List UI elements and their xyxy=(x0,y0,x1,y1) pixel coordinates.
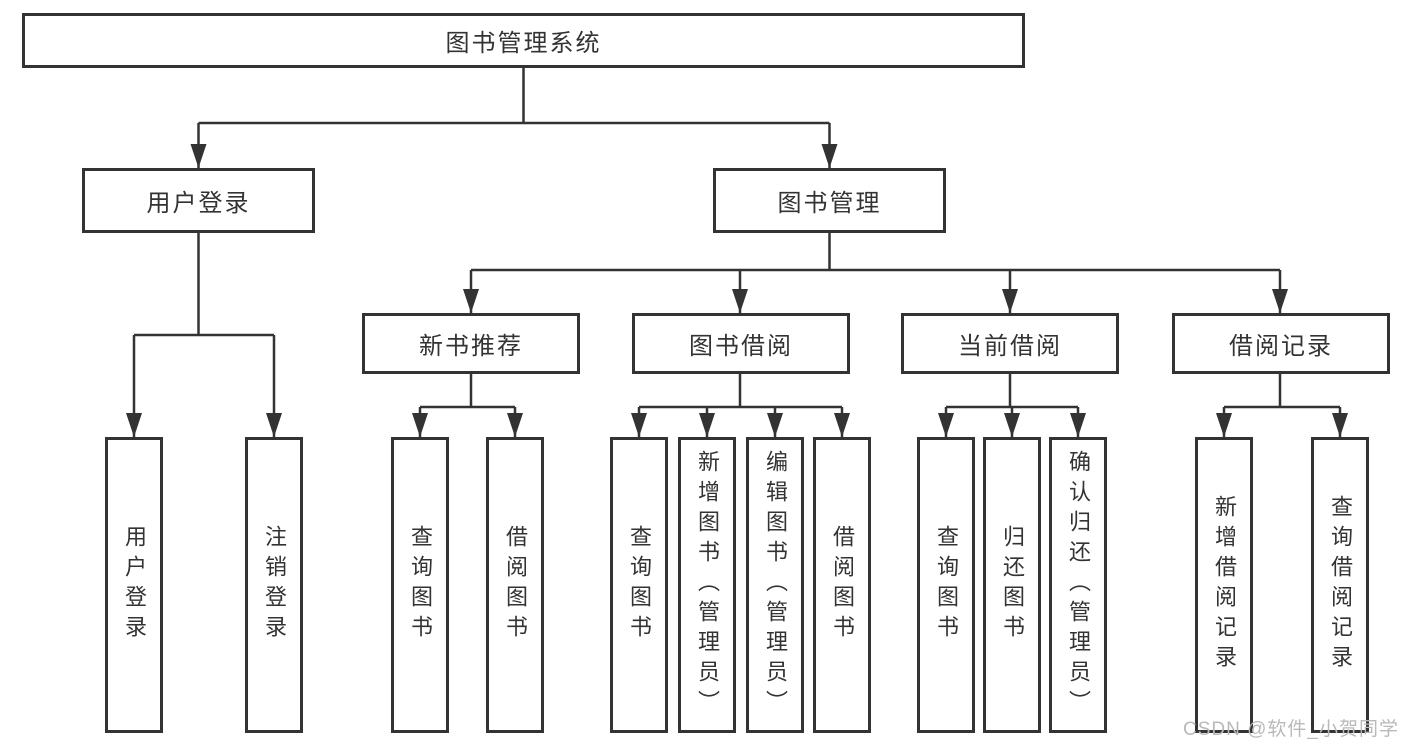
connector-book-management-children xyxy=(463,233,1288,313)
leaf-node-borrow-book: 借阅图书 xyxy=(813,437,871,733)
leaf-node-edit-book-admin: 编辑图书（管理员） xyxy=(746,437,804,733)
leaf-node-add-borrow-record: 新增借阅记录 xyxy=(1195,437,1253,733)
node-new-book-recommend: 新书推荐 xyxy=(362,313,580,374)
node-user-login: 用户登录 xyxy=(82,168,315,233)
leaf-node-return-book: 归还图书 xyxy=(983,437,1041,733)
node-current-borrow: 当前借阅 xyxy=(901,313,1119,374)
leaf-node-add-book-admin: 新增图书（管理员） xyxy=(678,437,736,733)
leaf-node-query-books-borrow: 查询图书 xyxy=(610,437,668,733)
leaf-node-borrow-books-recommend: 借阅图书 xyxy=(486,437,544,733)
connector-user-login-children xyxy=(126,233,282,437)
connector-book-borrow-children xyxy=(631,374,850,437)
leaf-node-query-books-recommend: 查询图书 xyxy=(391,437,449,733)
connector-root-to-level2 xyxy=(190,68,838,168)
node-root-library-system: 图书管理系统 xyxy=(22,13,1025,68)
csdn-watermark: CSDN @软件_小贺同学 xyxy=(1183,719,1399,740)
node-borrow-records: 借阅记录 xyxy=(1172,313,1390,374)
leaf-node-query-books-current: 查询图书 xyxy=(917,437,975,733)
node-book-borrow: 图书借阅 xyxy=(632,313,850,374)
leaf-node-confirm-return-admin: 确认归还（管理员） xyxy=(1049,437,1107,733)
connector-borrow-records-children xyxy=(1216,374,1348,437)
leaf-node-query-borrow-record: 查询借阅记录 xyxy=(1311,437,1369,733)
connector-current-borrow-children xyxy=(938,374,1086,437)
leaf-node-user-login: 用户登录 xyxy=(105,437,163,733)
node-book-management: 图书管理 xyxy=(713,168,946,233)
connector-new-book-recommend-children xyxy=(412,374,523,437)
leaf-node-logout: 注销登录 xyxy=(245,437,303,733)
